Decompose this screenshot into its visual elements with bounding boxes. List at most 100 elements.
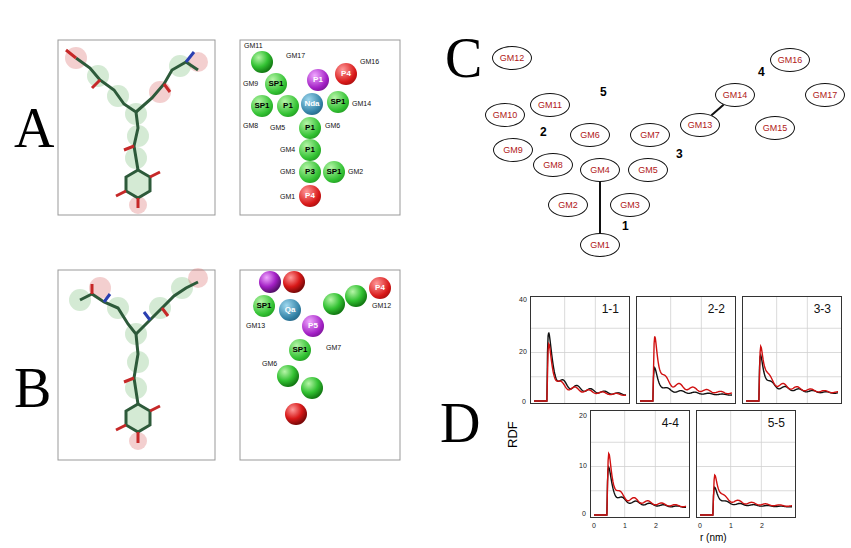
bead: SP1 bbox=[323, 161, 345, 183]
bead-type: P1 bbox=[313, 76, 323, 84]
grid-line bbox=[591, 490, 689, 491]
group-name: GM8 bbox=[543, 161, 563, 170]
bead-group: GM15 bbox=[755, 116, 795, 140]
group-name: GM7 bbox=[640, 131, 660, 140]
group-name: GM13 bbox=[688, 121, 713, 130]
rdf-curve bbox=[594, 454, 686, 515]
bead: P3 bbox=[299, 161, 321, 183]
grid-line bbox=[701, 297, 702, 403]
bead-type: P1 bbox=[305, 146, 315, 154]
plot-title: 4-4 bbox=[660, 417, 681, 429]
group-name: GM16 bbox=[778, 56, 803, 65]
bead-group: GM13 bbox=[680, 113, 720, 137]
axis-label: r (nm) bbox=[700, 533, 727, 543]
grid-line bbox=[591, 466, 689, 467]
panel-frame bbox=[240, 270, 400, 460]
bead: SP1 bbox=[289, 339, 311, 361]
axis-label: RDF bbox=[506, 421, 519, 448]
bead-type: SP1 bbox=[292, 346, 307, 354]
tick-label: 0 bbox=[522, 398, 526, 405]
grid-line bbox=[807, 297, 808, 403]
rdf-plot: 3-3 bbox=[742, 296, 842, 404]
bead-group: GM5 bbox=[628, 158, 668, 182]
grid-line bbox=[761, 411, 762, 517]
bead-label: GM14 bbox=[352, 100, 371, 107]
rdf-plot: 5-5 bbox=[696, 410, 796, 518]
group-number: 5 bbox=[600, 86, 607, 98]
bead-label: GM5 bbox=[270, 124, 285, 131]
bead-type: P3 bbox=[305, 168, 315, 176]
grid-line bbox=[531, 328, 629, 329]
bead-group: GM12 bbox=[492, 46, 532, 70]
group-name: GM11 bbox=[538, 101, 562, 110]
grid-line bbox=[531, 352, 629, 353]
grid-line bbox=[637, 352, 735, 353]
bead-type: Qa bbox=[285, 306, 296, 314]
grid-line bbox=[697, 466, 795, 467]
bead-group: GM7 bbox=[630, 123, 670, 147]
tick-label: 0 bbox=[582, 510, 586, 517]
grid-line bbox=[595, 297, 596, 403]
rdf-plot: 2-2 bbox=[636, 296, 736, 404]
grid-line bbox=[743, 376, 841, 377]
bead-type: SP1 bbox=[268, 80, 283, 88]
bead-group: GM4 bbox=[580, 158, 620, 182]
bead-label: GM3 bbox=[280, 168, 295, 175]
panel-letter: A bbox=[14, 100, 54, 156]
grid-line bbox=[697, 442, 795, 443]
group-link bbox=[711, 105, 723, 115]
bead-group: GM17 bbox=[805, 83, 845, 107]
bead-label: GM6 bbox=[262, 360, 277, 367]
bead-type: Nda bbox=[304, 100, 319, 108]
tick-label: 1 bbox=[729, 522, 733, 529]
bead: SP1 bbox=[265, 73, 287, 95]
bead: SP1 bbox=[253, 295, 275, 317]
group-number: 2 bbox=[540, 126, 547, 138]
bead-type: P1 bbox=[283, 102, 293, 110]
plot-title: 2-2 bbox=[706, 303, 727, 315]
bead-label: GM7 bbox=[326, 344, 341, 351]
group-name: GM3 bbox=[620, 201, 640, 210]
group-name: GM14 bbox=[723, 91, 748, 100]
rdf-curve bbox=[746, 346, 838, 401]
grid-line bbox=[591, 442, 689, 443]
plot-title: 3-3 bbox=[812, 303, 833, 315]
tick-label: 0 bbox=[592, 522, 596, 529]
tick-label: 10 bbox=[579, 462, 587, 469]
bead-group: GM8 bbox=[533, 153, 573, 177]
bead-group: GM10 bbox=[485, 103, 525, 127]
tick-label: 20 bbox=[519, 348, 527, 355]
group-name: GM6 bbox=[580, 131, 600, 140]
bead-label: GM12 bbox=[372, 302, 391, 309]
grid-line bbox=[743, 352, 841, 353]
bead-label: GM9 bbox=[243, 80, 258, 87]
group-name: GM17 bbox=[813, 91, 838, 100]
bead-type: P5 bbox=[308, 322, 318, 330]
bead: P5 bbox=[302, 315, 324, 337]
bead-type: SP1 bbox=[326, 168, 341, 176]
tick-label: 2 bbox=[760, 522, 764, 529]
bead-label: GM4 bbox=[280, 146, 295, 153]
bead: Qa bbox=[279, 299, 301, 321]
rdf-plot: 1-1 bbox=[530, 296, 630, 404]
tick-label: 2 bbox=[654, 522, 658, 529]
plot-title: 1-1 bbox=[600, 303, 621, 315]
bead: P4 bbox=[299, 185, 321, 207]
bead-label: GM17 bbox=[286, 52, 305, 59]
atomistic-model bbox=[69, 268, 208, 450]
panel-letter: B bbox=[14, 360, 51, 416]
panel-letter: D bbox=[440, 395, 480, 451]
panel-frame bbox=[58, 270, 215, 460]
group-number: 4 bbox=[758, 66, 765, 78]
group-number: 1 bbox=[622, 220, 629, 232]
bead: P1 bbox=[307, 69, 329, 91]
bead: P4 bbox=[369, 277, 391, 299]
bead-type: P1 bbox=[305, 124, 315, 132]
bead: SP1 bbox=[251, 95, 273, 117]
bead-group: GM16 bbox=[770, 48, 810, 72]
bead-group: GM9 bbox=[493, 138, 533, 162]
group-name: GM4 bbox=[590, 166, 610, 175]
grid-line bbox=[531, 376, 629, 377]
